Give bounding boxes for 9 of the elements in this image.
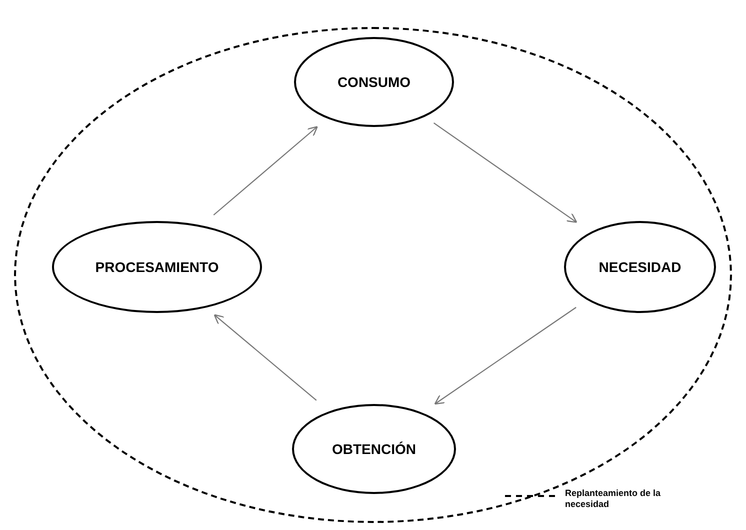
node-label: PROCESAMIENTO: [95, 259, 219, 275]
dashed-ellipse: [14, 27, 732, 523]
node-label: CONSUMO: [337, 74, 411, 90]
arrow: [213, 126, 318, 216]
arrow: [434, 306, 576, 405]
node-label: NECESIDAD: [598, 259, 682, 275]
node-label: OBTENCIÓN: [332, 441, 416, 457]
arrow: [433, 122, 578, 223]
arrow: [214, 314, 317, 401]
